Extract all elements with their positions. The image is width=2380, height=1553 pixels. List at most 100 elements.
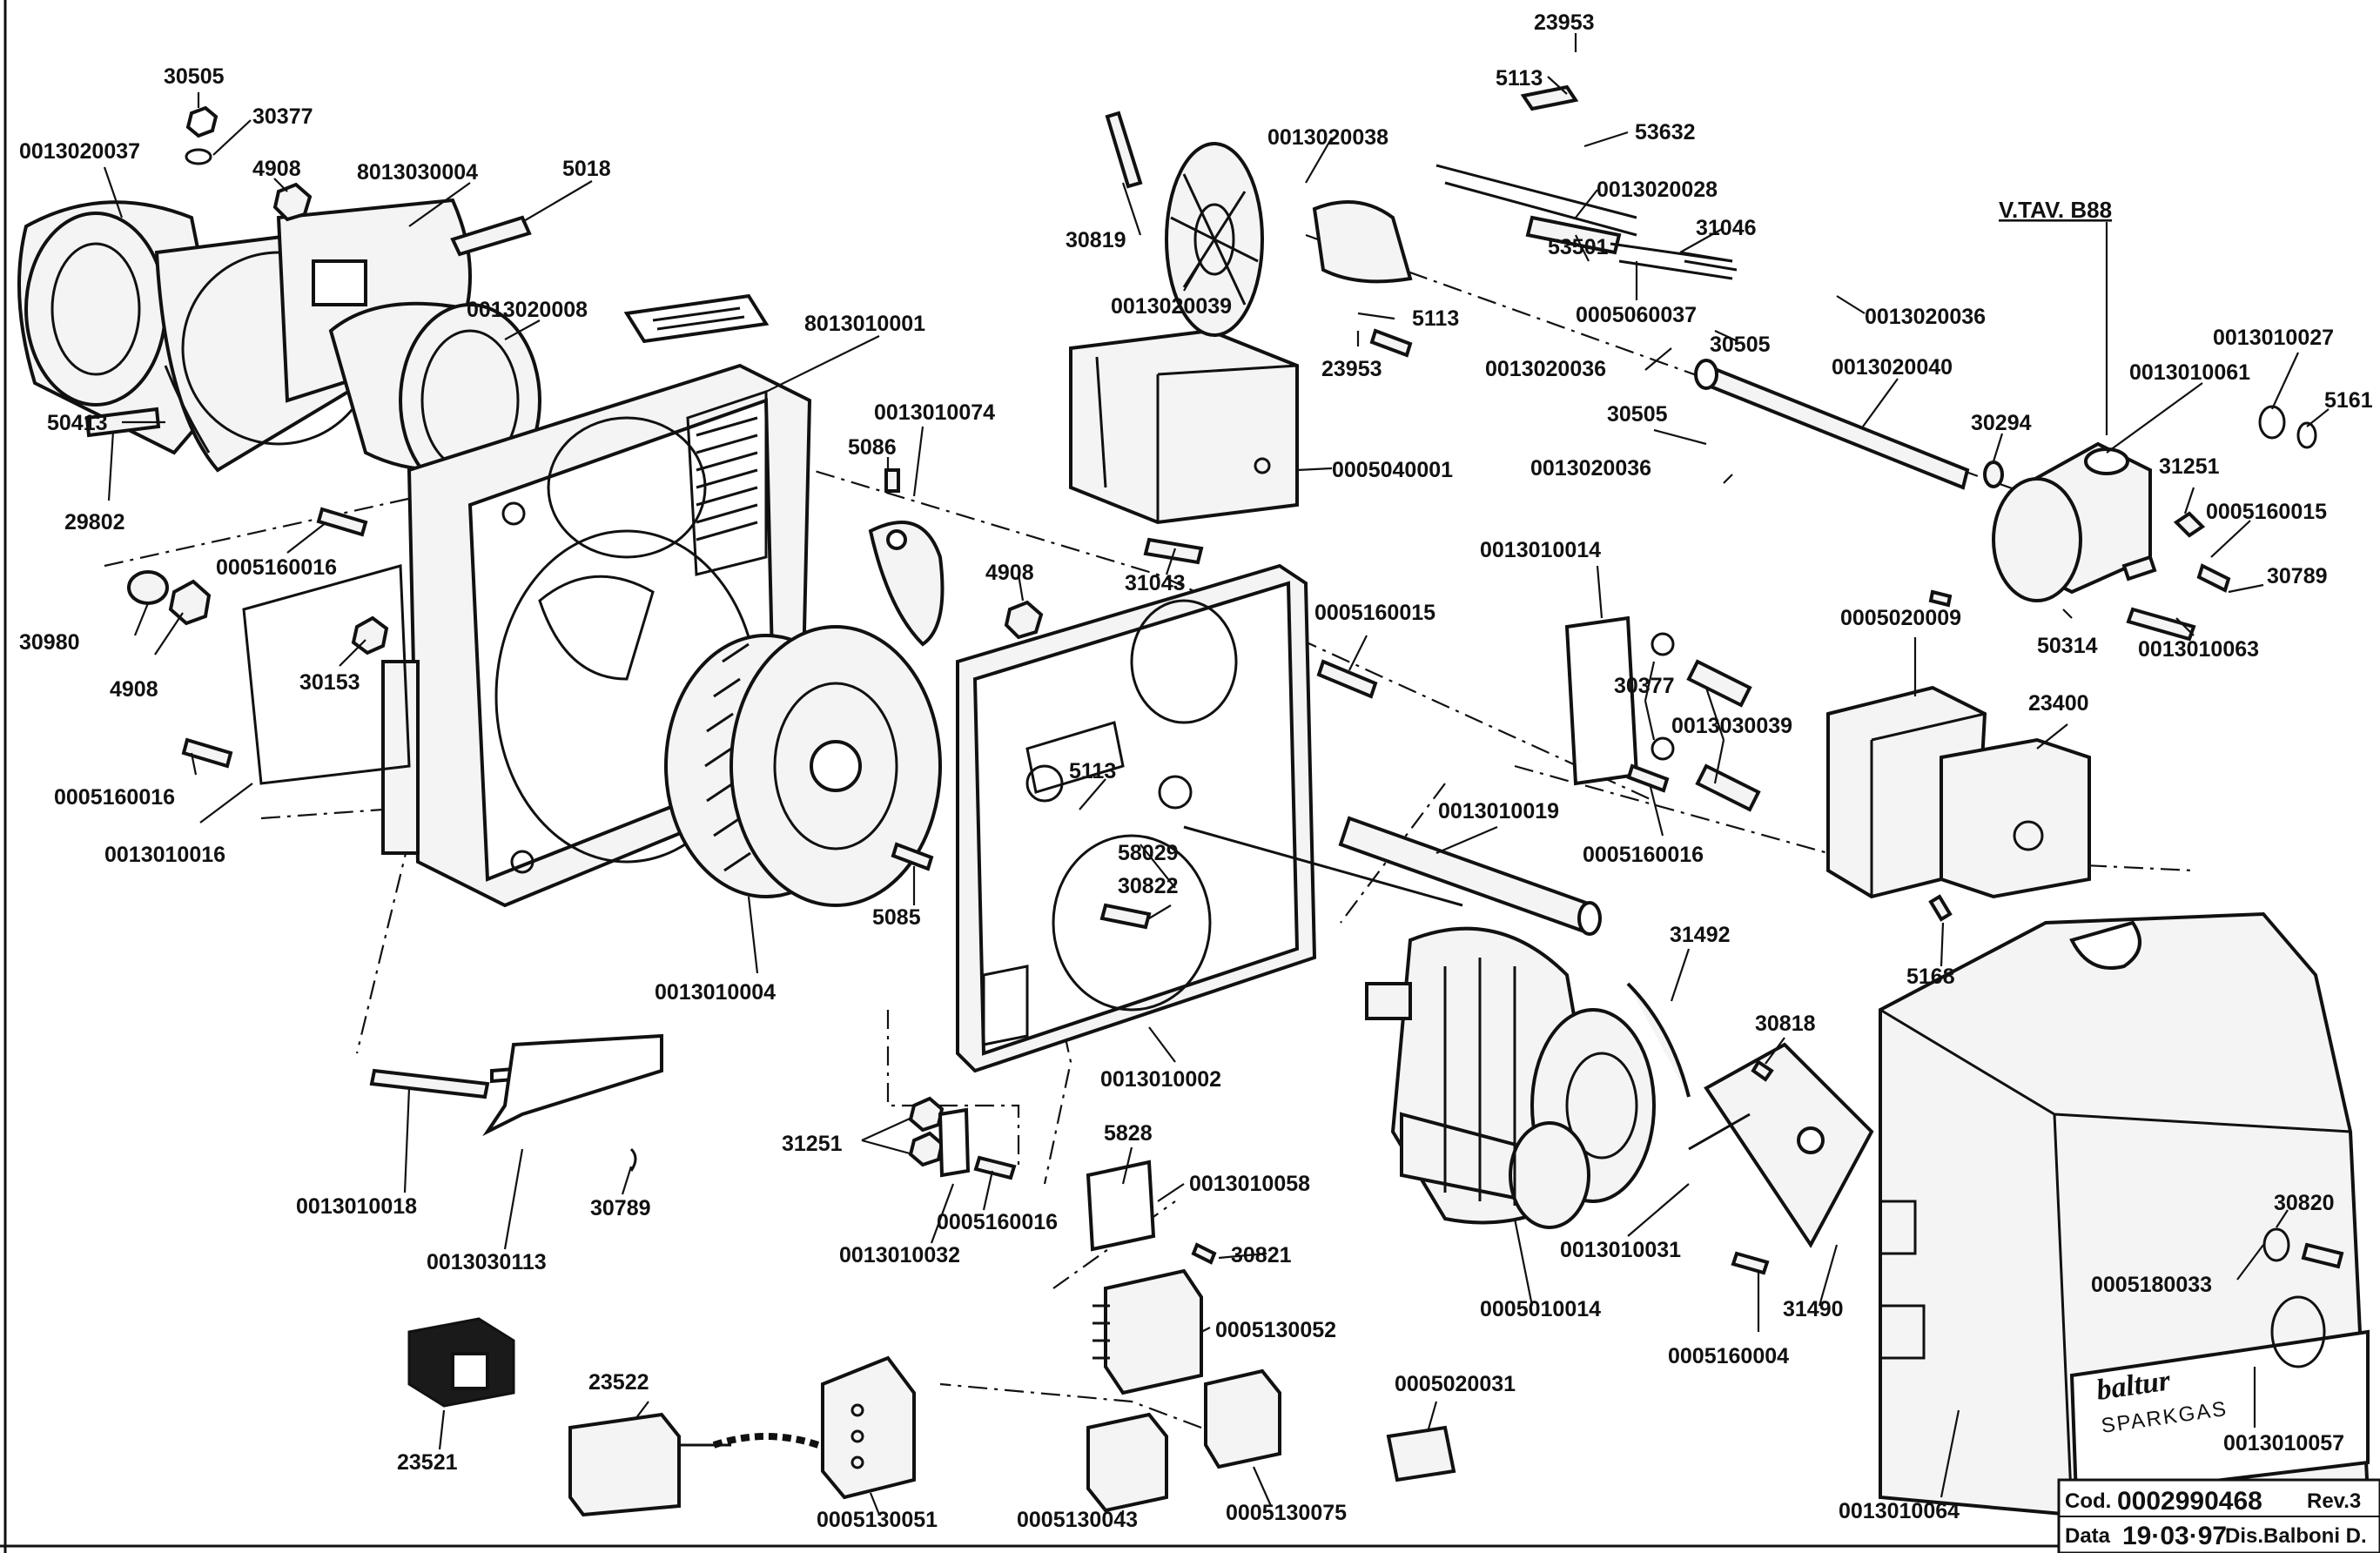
part-label: 0013010031 [1560,1238,1681,1262]
part-label: 23522 [588,1370,649,1395]
part-label: 0005160016 [1583,843,1704,867]
part-label: 0013020040 [1832,355,1953,380]
part-label: 0005130075 [1226,1501,1347,1525]
part-label: 30294 [1971,411,2032,435]
part-label: 0005130043 [1017,1508,1138,1532]
part-label: 0005160015 [2206,500,2327,524]
part-label: 0013020028 [1597,178,1718,202]
part-label: 53501 [1548,235,1609,259]
revision: Rev.3 [2307,1489,2361,1513]
part-label: 30789 [2267,564,2328,588]
part-label: 23953 [1321,357,1382,381]
part-label: 0013010027 [2213,326,2334,350]
part-label: 58029 [1118,841,1179,865]
part-label: 5113 [1496,66,1543,91]
part-label: 5113 [1069,759,1116,783]
part-label: 31251 [2159,454,2220,479]
part-label: 4908 [985,561,1034,585]
part-label: 0013020037 [19,139,140,164]
part-label: 5828 [1104,1121,1153,1146]
part-label: 5086 [848,435,897,460]
part-label: 50413 [47,411,108,435]
part-label: 30153 [299,670,360,695]
part-label: 31490 [1783,1297,1844,1321]
part-label: 0013010057 [2223,1431,2344,1456]
part-label: 0005130052 [1215,1318,1336,1342]
part-label: 0013010063 [2138,637,2259,662]
part-label: 30818 [1755,1012,1816,1036]
part-label: 0013010018 [296,1194,417,1219]
part-label: 30789 [590,1196,651,1220]
part-label: 30377 [252,104,313,129]
part-label: 0013010014 [1480,538,1601,562]
air-damper [868,468,945,647]
part-label: 30822 [1118,874,1179,898]
part-labels: 23953 5113 53632 30505 30377 0013020037 … [19,10,2373,1532]
part-label: 0013010074 [874,400,995,425]
part-label: 5018 [562,157,611,181]
part-label: 0013020036 [1530,456,1651,481]
part-label: 0013030113 [427,1250,547,1274]
part-label: 0005020031 [1395,1372,1516,1396]
mounting-plate [956,563,1317,1073]
part-label: 30505 [1607,402,1668,427]
gas-pipe [1183,816,1602,936]
pump-cover [1688,1042,1874,1248]
mounting-flange [276,198,541,498]
part-label: 0013010032 [839,1243,960,1267]
title-block: Cod. 0002990468 Rev.3 Data 19·03·97 Dis.… [2057,1478,2380,1553]
part-label: 23400 [2028,691,2089,716]
part-label: 50314 [2037,634,2098,658]
part-label: 30505 [164,64,225,89]
plug-connectors [407,1268,1456,1517]
part-label: 0013010002 [1100,1067,1221,1092]
part-label: 5168 [1906,965,1955,989]
housing-gasket [242,564,411,785]
transformer-cover [1940,737,2091,899]
hardware-fasteners [84,105,2344,1275]
part-label: 29802 [64,510,125,534]
part-label: 5085 [872,905,921,930]
gas-head-parts [1165,84,1970,490]
part-label: 0005020009 [1840,606,1961,630]
part-label: 0013020039 [1111,294,1232,319]
part-label: 23953 [1534,10,1595,35]
part-label: 0005160015 [1314,601,1435,625]
part-label: 0013020038 [1267,125,1388,150]
part-label: 0013010064 [1839,1499,1960,1523]
part-label: 30821 [1231,1243,1292,1267]
blast-tube-head [17,200,376,473]
cod-value: 0002990468 [2117,1487,2262,1516]
part-label: 4908 [252,157,301,181]
part-label: 23521 [397,1450,458,1475]
part-label: 31251 [782,1132,843,1156]
drawn-by: Dis.Balboni D. [2225,1524,2367,1548]
cod-label: Cod. [2065,1489,2111,1513]
part-label: 30980 [19,630,80,655]
part-label: 5113 [1412,306,1459,331]
part-label: 0013010019 [1438,799,1559,824]
part-label: 0005160016 [216,555,337,580]
part-label: 0013020036 [1485,357,1606,381]
part-label: 0013020036 [1865,305,1986,329]
part-label: 0013010058 [1189,1172,1310,1196]
date-label: Data [2065,1524,2111,1548]
part-label: 30377 [1614,674,1675,698]
fan-wheel [664,625,942,907]
part-label: 0013020008 [467,298,588,322]
part-label: 0005040001 [1332,458,1453,482]
part-label: 0005130051 [817,1508,938,1532]
part-label: 0005160016 [54,785,175,810]
part-label: 31492 [1670,923,1731,947]
part-label: 31043 [1125,571,1186,595]
part-label: 5161 [2324,388,2373,413]
part-label: 53632 [1635,120,1696,145]
part-label: 0005160016 [937,1210,1058,1234]
part-label: 8013030004 [357,160,478,185]
leader-lines [103,33,2330,1516]
part-label: 30505 [1710,333,1771,357]
drawing-date: 19·03·97 [2122,1522,2227,1550]
part-label: 30819 [1066,228,1126,252]
part-label: 0013030039 [1671,714,1792,738]
